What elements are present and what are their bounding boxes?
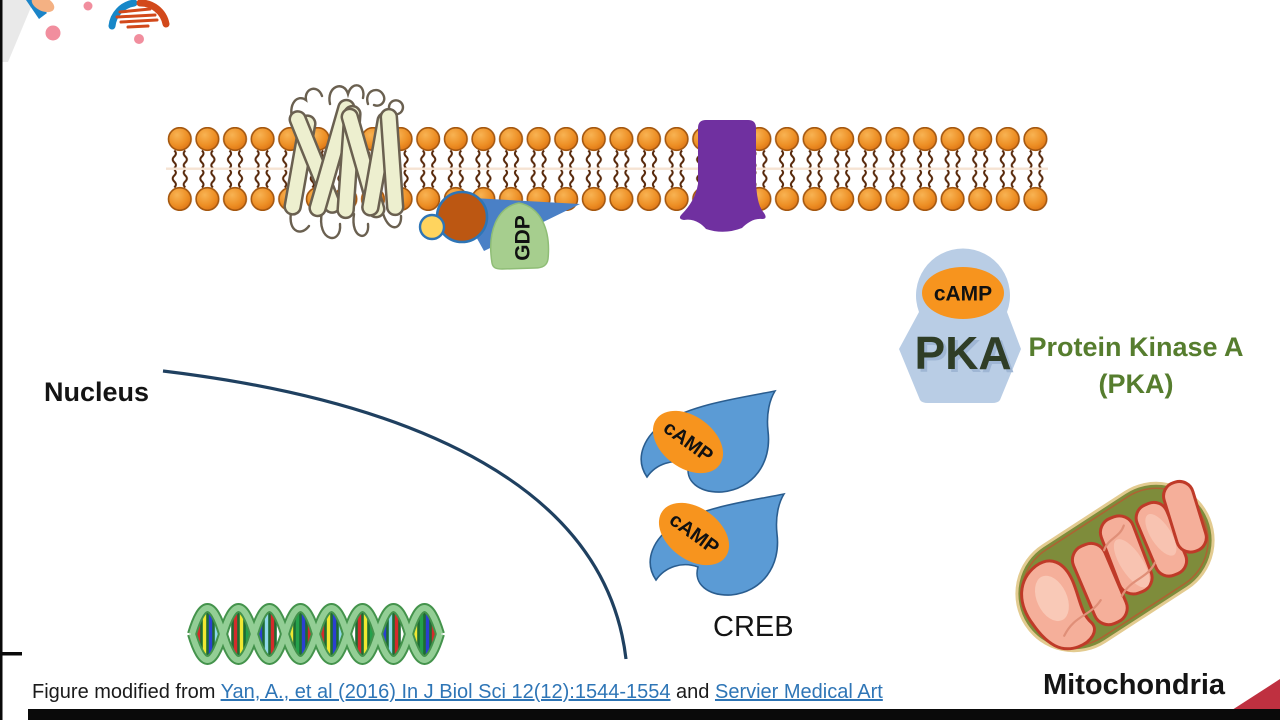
g-protein-complex: GDP bbox=[418, 190, 580, 270]
nucleus-label: Nucleus bbox=[44, 377, 150, 407]
dna-arch-icon bbox=[108, 0, 170, 30]
camp-label: cAMP bbox=[934, 283, 992, 306]
camp-molecule bbox=[658, 502, 730, 566]
citation-conjunction: and bbox=[670, 681, 715, 703]
citation-link-yan[interactable]: Yan, A., et al (2016) In J Biol Sci 12(1… bbox=[220, 681, 671, 703]
creb-complex: cAMP cAMP bbox=[640, 390, 785, 596]
left-edge-strip bbox=[0, 0, 3, 720]
pink-dot bbox=[83, 1, 93, 11]
bottom-left-tick bbox=[0, 652, 22, 656]
protein-kinase-a-label: Protein Kinase A (PKA) bbox=[1018, 329, 1254, 403]
gpcr-helices bbox=[283, 98, 405, 220]
citation-link-servier[interactable]: Servier Medical Art bbox=[714, 681, 883, 703]
gpcr-receptor bbox=[283, 84, 405, 240]
bottom-bar bbox=[28, 709, 1280, 720]
dna-base-pairs bbox=[196, 613, 436, 655]
mitochondria-illustration bbox=[1015, 479, 1215, 653]
g-beta-subunit bbox=[418, 213, 446, 241]
nucleus-boundary-line bbox=[162, 369, 628, 660]
corner-red-triangle bbox=[1232, 679, 1280, 710]
pink-dot bbox=[45, 25, 61, 41]
gdp-label: GDP bbox=[512, 215, 535, 261]
dna-helix bbox=[187, 603, 445, 665]
pka-complex: cAMP PKA PKA bbox=[899, 248, 1021, 403]
g-alpha-subunit bbox=[435, 190, 489, 244]
membrane-midline bbox=[166, 167, 1048, 170]
pka-label: PKA bbox=[914, 327, 1011, 379]
hand-shape bbox=[31, 0, 55, 13]
camp-molecule bbox=[652, 410, 724, 474]
gdp-molecule bbox=[490, 202, 550, 270]
mitochondria-label: Mitochondria bbox=[1043, 669, 1226, 701]
pka-label-shadow: PKA bbox=[917, 330, 1014, 382]
protein-kinase-a-line1: Protein Kinase A bbox=[1028, 332, 1244, 362]
sleeve-shape bbox=[0, 0, 34, 62]
protein-kinase-a-line2: (PKA) bbox=[1098, 369, 1174, 399]
mito-highlights bbox=[1034, 513, 1177, 637]
figure-citation: Figure modified from Yan, A., et al (201… bbox=[32, 681, 883, 704]
dna-ribbons bbox=[187, 603, 445, 665]
corner-decoration bbox=[0, 0, 170, 62]
citation-prefix: Figure modified from bbox=[32, 681, 221, 703]
sleeve-stripe bbox=[26, 0, 47, 19]
effector-channel bbox=[679, 120, 766, 232]
creb-label: CREB bbox=[713, 611, 794, 643]
pink-dot bbox=[134, 34, 144, 44]
camp-molecule bbox=[922, 267, 1004, 319]
